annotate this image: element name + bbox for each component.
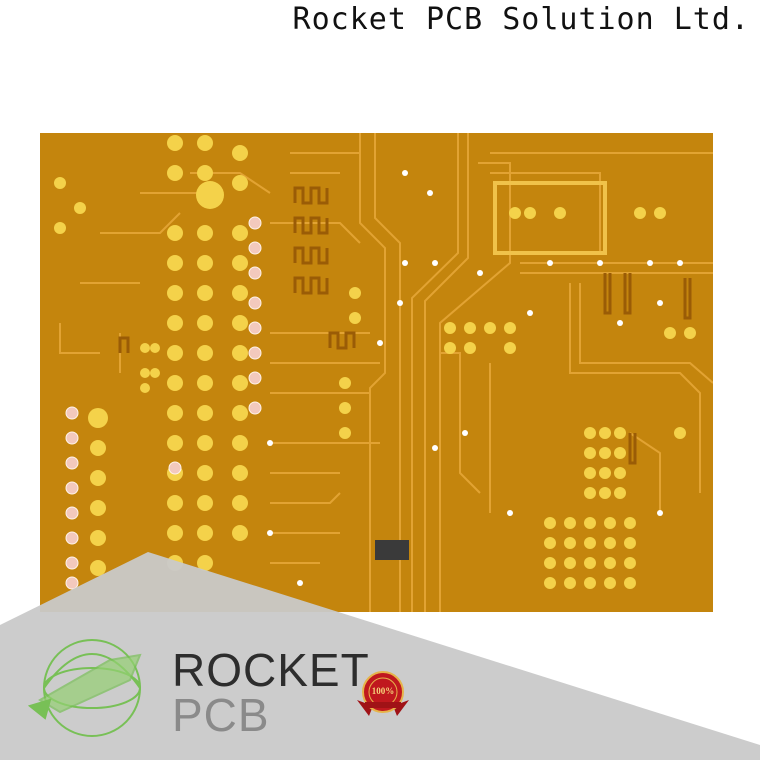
brand-name-bottom: PCB — [172, 689, 270, 741]
smd-component — [375, 540, 409, 560]
rocket-logo — [27, 639, 142, 737]
component-outline — [493, 181, 607, 255]
quality-seal-icon: 100% — [357, 671, 409, 716]
vias — [65, 216, 262, 590]
solder-pads — [54, 135, 696, 589]
serpentine-traces — [118, 186, 692, 465]
company-name: Rocket PCB Solution Ltd. — [292, 2, 750, 37]
small-vias — [267, 170, 683, 586]
svg-text:100%: 100% — [372, 686, 395, 696]
pcb-board-photo — [40, 133, 713, 612]
copper-traces — [59, 133, 713, 612]
brand-name-top: ROCKET — [172, 644, 370, 696]
